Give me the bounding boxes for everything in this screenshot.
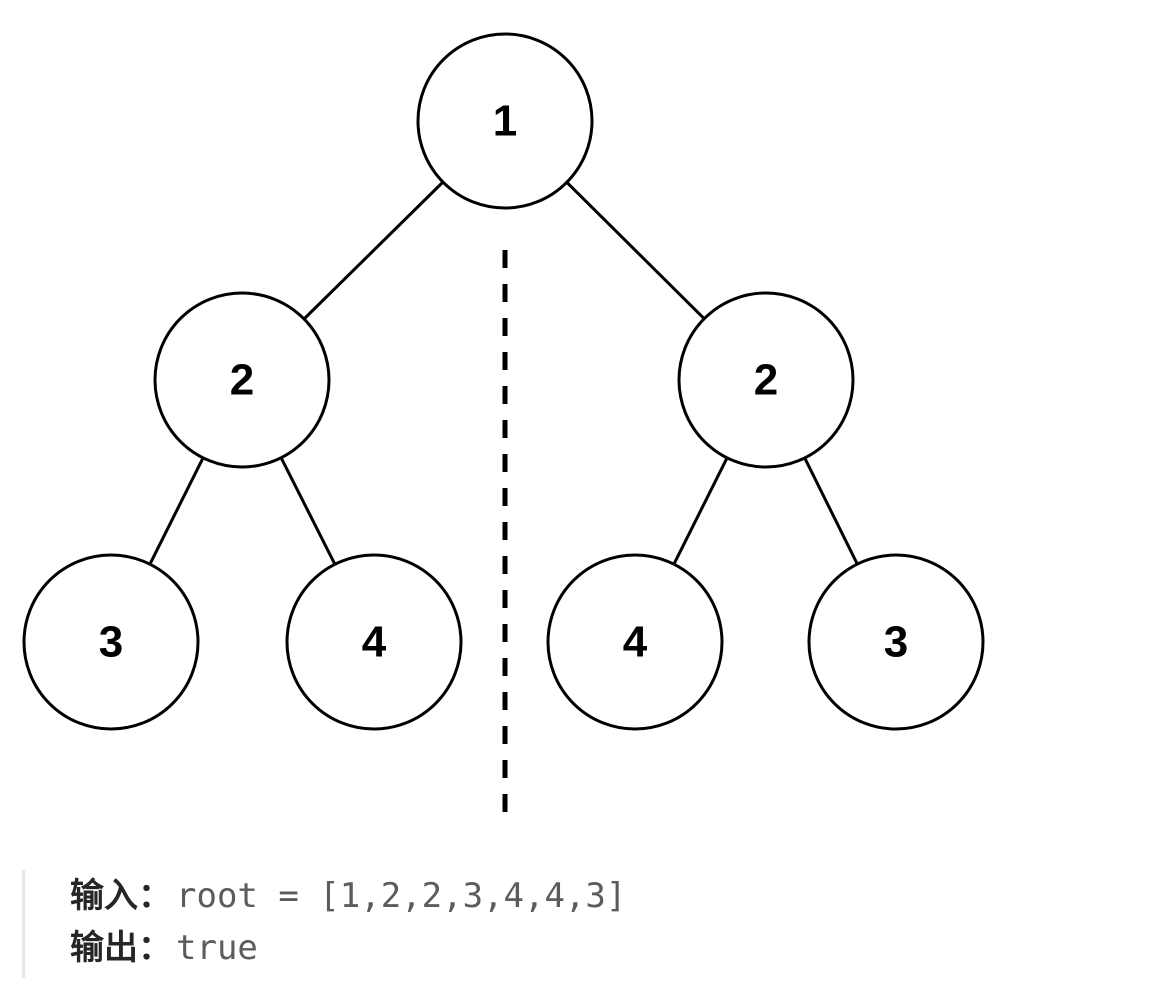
- output-value: true: [176, 928, 258, 968]
- edge-left-to-left-right: [279, 457, 337, 565]
- edge-left-to-left-left: [148, 457, 205, 565]
- tree-nodes: 1 2 2 3 4 4 3: [22, 32, 985, 731]
- example-block: 输入：root = [1,2,2,3,4,4,3] 输出：true: [22, 870, 626, 978]
- node-circle-root: [416, 32, 594, 210]
- tree-node-root: 1: [416, 32, 594, 210]
- output-label: 输出：: [70, 928, 172, 968]
- node-label-right-right: 3: [884, 618, 908, 667]
- node-circle-right: [677, 291, 855, 469]
- node-circle-left-left: [22, 553, 200, 731]
- node-circle-right-right: [807, 553, 985, 731]
- node-circle-left-right: [285, 553, 463, 731]
- output-line: 输出：true: [70, 922, 626, 974]
- node-circle-left: [153, 291, 331, 469]
- tree-edges: [148, 180, 859, 565]
- edge-right-to-right-left: [672, 457, 729, 565]
- node-label-right: 2: [754, 356, 778, 405]
- node-label-right-left: 4: [623, 618, 648, 667]
- input-value: root = [1,2,2,3,4,4,3]: [176, 876, 627, 916]
- symmetric-binary-tree-diagram: 1 2 2 3 4 4 3: [22, 32, 985, 818]
- tree-node-left-right: 4: [285, 553, 463, 731]
- node-label-root: 1: [493, 97, 517, 146]
- edge-root-to-right: [565, 181, 706, 320]
- node-label-left-left: 3: [99, 618, 123, 667]
- tree-node-left-left: 3: [22, 553, 200, 731]
- input-line: 输入：root = [1,2,2,3,4,4,3]: [70, 870, 626, 922]
- node-circle-right-left: [546, 553, 724, 731]
- node-label-left-right: 4: [362, 618, 387, 667]
- tree-node-right-left: 4: [546, 553, 724, 731]
- edge-root-to-left: [302, 180, 445, 321]
- tree-node-right-right: 3: [807, 553, 985, 731]
- node-label-left: 2: [230, 356, 254, 405]
- edge-right-to-right-right: [803, 457, 859, 565]
- tree-node-left: 2: [153, 291, 331, 469]
- tree-node-right: 2: [677, 291, 855, 469]
- input-label: 输入：: [70, 876, 172, 916]
